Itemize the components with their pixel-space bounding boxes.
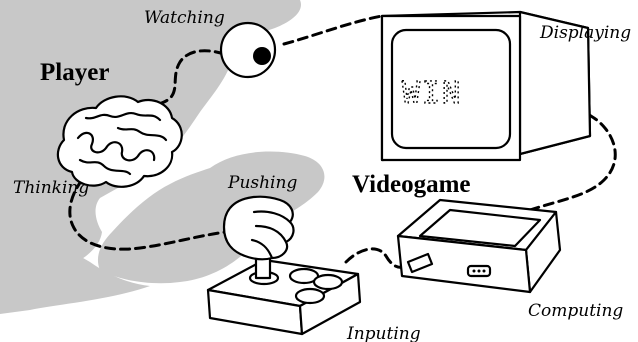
loop-path-brain-to-fist xyxy=(68,178,228,251)
step-label-displaying: Displaying xyxy=(539,23,631,43)
player-region-left-edge xyxy=(0,238,150,314)
console-icon xyxy=(396,198,562,294)
joystick-icon xyxy=(206,248,362,336)
monitor-screen-text: WIN xyxy=(402,76,462,111)
fist-icon xyxy=(222,195,295,261)
step-label-inputing: Inputing xyxy=(346,324,421,342)
player-region-lower xyxy=(97,151,325,284)
step-label-watching: Watching xyxy=(144,8,225,28)
brain-icon xyxy=(56,95,183,188)
eye-icon xyxy=(219,21,277,79)
player-label: Player xyxy=(40,59,109,86)
videogame-label: Videogame xyxy=(352,171,471,198)
step-label-pushing: Pushing xyxy=(227,173,297,193)
monitor-icon: WIN xyxy=(380,10,592,162)
step-label-computing: Computing xyxy=(528,301,623,321)
loop-path-eye-to-monitor xyxy=(282,14,384,46)
step-label-thinking: Thinking xyxy=(13,178,89,198)
